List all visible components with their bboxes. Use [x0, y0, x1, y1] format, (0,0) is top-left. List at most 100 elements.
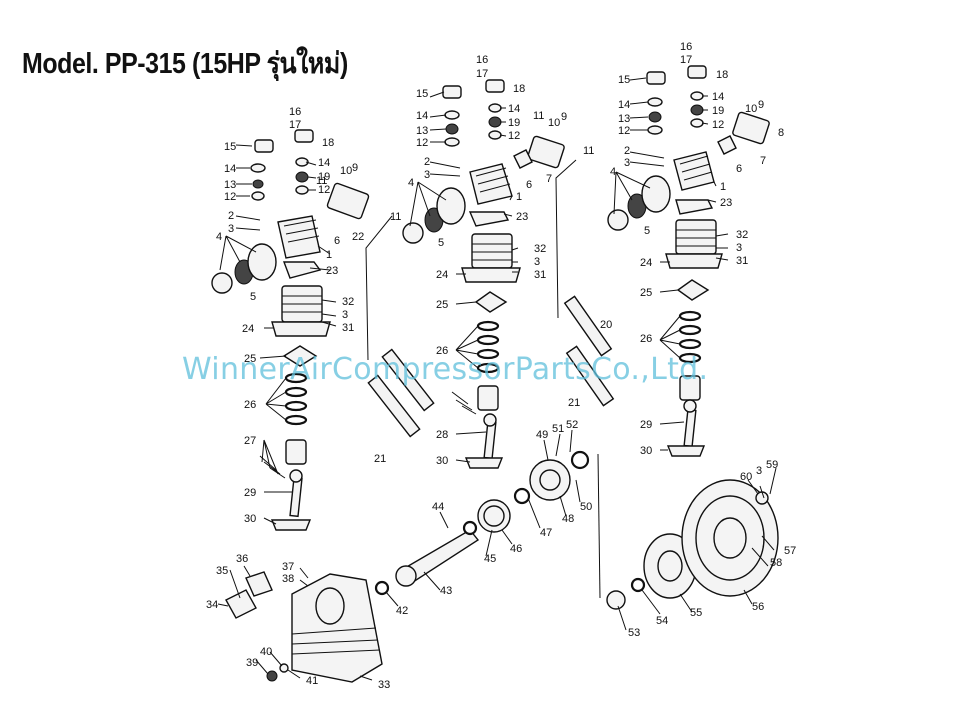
callout-41: 41: [306, 675, 318, 687]
callout-40: 40: [260, 646, 272, 658]
callout-12r: 12: [618, 125, 630, 137]
callout-43: 43: [440, 585, 452, 597]
callout-18r: 18: [716, 69, 728, 81]
callout-26r: 26: [640, 333, 652, 345]
callout-36: 36: [236, 553, 248, 565]
callout-11: 11: [316, 175, 327, 187]
callout-14s: 14: [712, 91, 724, 103]
callout-23r: 23: [720, 197, 732, 209]
callout-27: 27: [244, 435, 256, 447]
callout-3r: 3: [624, 157, 630, 169]
callout-14n: 14: [508, 103, 520, 115]
callout-19: 19: [318, 171, 330, 183]
callout-54: 54: [656, 615, 668, 627]
callout-39: 39: [246, 657, 258, 669]
callout-14: 14: [224, 163, 236, 175]
callout-4: 4: [216, 231, 222, 243]
callout-13r: 13: [618, 113, 630, 125]
callout-34: 34: [206, 599, 218, 611]
callout-42: 42: [396, 605, 408, 617]
callout-6r: 6: [736, 163, 742, 175]
callout-16: 16: [289, 106, 301, 118]
callout-1m: 1: [516, 191, 522, 203]
callout-11m: 11: [533, 110, 544, 122]
leader-lines: [217, 77, 777, 681]
callout-21: 21: [374, 453, 386, 465]
callout-10r: 10: [745, 103, 757, 115]
callout-31r: 31: [736, 255, 748, 267]
callout-4r: 4: [610, 166, 616, 178]
callout-15m: 15: [416, 88, 428, 100]
callout-7m: 7: [546, 173, 552, 185]
callout-35: 35: [216, 565, 228, 577]
callout-26: 26: [244, 399, 256, 411]
callout-15: 15: [224, 141, 236, 153]
callout-25m: 25: [436, 299, 448, 311]
callout-3c: 3: [342, 309, 348, 321]
callout-44: 44: [432, 501, 444, 513]
callout-31m: 31: [534, 269, 546, 281]
callout-2: 2: [228, 210, 234, 222]
callout-57: 57: [784, 545, 796, 557]
callout-3n: 3: [534, 256, 540, 268]
callout-24r: 24: [640, 257, 652, 269]
callout-14r: 14: [618, 99, 630, 111]
callout-14m: 14: [416, 110, 428, 122]
callout-18: 18: [322, 137, 334, 149]
callout-23: 23: [326, 265, 338, 277]
callout-32: 32: [342, 296, 354, 308]
connecting-tubes: [365, 159, 615, 438]
pulley-assembly: [597, 453, 779, 610]
callout-17: 17: [289, 119, 301, 131]
callout-12b: 12: [318, 184, 330, 196]
callout-7r: 7: [760, 155, 766, 167]
callout-50: 50: [580, 501, 592, 513]
callout-5m: 5: [438, 237, 444, 249]
callout-29: 29: [244, 487, 256, 499]
callout-19m: 19: [508, 117, 520, 129]
callout-60: 60: [740, 471, 752, 483]
callout-32m: 32: [534, 243, 546, 255]
callout-21m: 21: [568, 397, 580, 409]
callout-33: 33: [378, 679, 390, 691]
crankcase-assembly: [225, 450, 590, 683]
callout-32r: 32: [736, 229, 748, 241]
callout-6: 6: [334, 235, 340, 247]
callout-16r: 16: [680, 41, 692, 53]
callout-2r: 2: [624, 145, 630, 157]
callout-26m: 26: [436, 345, 448, 357]
callout-25r: 25: [640, 287, 652, 299]
callout-31: 31: [342, 322, 354, 334]
callout-9r: 9: [758, 99, 764, 111]
callout-12m: 12: [416, 137, 428, 149]
callout-28m: 28: [436, 429, 448, 441]
callout-18m: 18: [513, 83, 525, 95]
callout-37: 37: [282, 561, 294, 573]
callout-22: 22: [352, 231, 364, 243]
callout-45: 45: [484, 553, 496, 565]
callout-47: 47: [540, 527, 552, 539]
callout-8r: 8: [778, 127, 784, 139]
callout-53: 53: [628, 627, 640, 639]
callout-3s: 3: [736, 242, 742, 254]
callout-1: 1: [326, 249, 332, 261]
callout-2m: 2: [424, 156, 430, 168]
callout-5: 5: [250, 291, 256, 303]
callout-5r: 5: [644, 225, 650, 237]
callout-14b: 14: [318, 157, 330, 169]
callout-38: 38: [282, 573, 294, 585]
callout-30r: 30: [640, 445, 652, 457]
right-cylinder-assembly: [607, 65, 770, 457]
callout-4m: 4: [408, 177, 414, 189]
callout-23m: 23: [516, 211, 528, 223]
callout-15r: 15: [618, 74, 630, 86]
middle-cylinder-assembly: [402, 79, 565, 469]
callout-30m: 30: [436, 455, 448, 467]
callout-59: 59: [766, 459, 778, 471]
callout-9m: 9: [561, 111, 567, 123]
model-title: Model. PP-315 (15HP รุ่นใหม่): [22, 48, 348, 80]
callout-9: 9: [352, 162, 358, 174]
callout-10: 10: [340, 165, 352, 177]
callout-11n: 11: [583, 145, 594, 157]
